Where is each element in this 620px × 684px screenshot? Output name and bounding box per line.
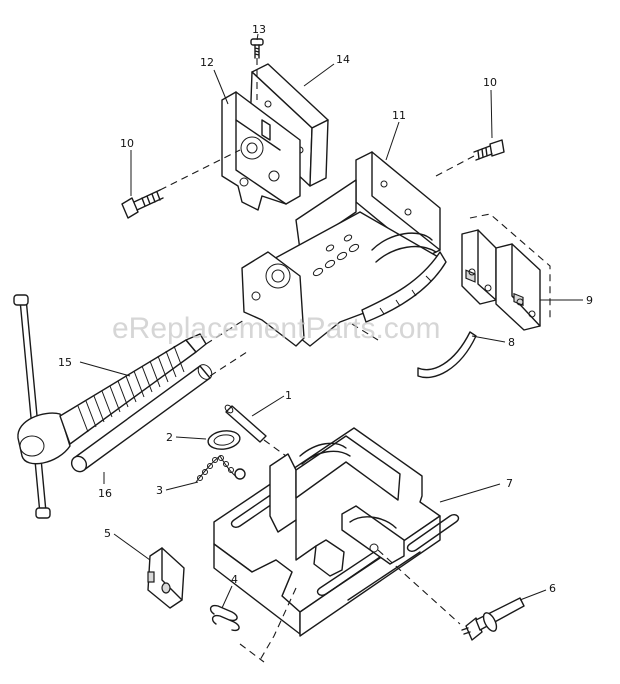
label-part-11: 11 [392,109,406,122]
vise-base-part-7 [213,427,460,637]
spring-clip-part-4 [209,604,240,632]
label-part-15: 15 [58,356,72,369]
part-labels: 13 12 14 10 10 11 9 8 15 16 1 2 3 7 5 4 … [58,23,593,595]
label-part-13: 13 [252,23,266,36]
assembly-lines [159,58,475,663]
bolt-part-10-left [121,189,164,219]
label-part-9: 9 [586,294,593,307]
label-part-1: 1 [285,389,292,402]
pin-part-1 [224,404,267,443]
guide-rod-part-16 [70,364,213,473]
label-part-5: 5 [104,527,111,540]
label-part-4: 4 [231,573,238,586]
watermark-text: eReplacementParts.com [112,312,440,345]
label-part-8: 8 [508,336,515,349]
chain-part-3 [195,455,246,483]
label-part-6: 6 [549,582,556,595]
label-part-2: 2 [166,431,173,444]
label-part-16: 16 [98,487,112,500]
curved-rod-part-8 [417,331,477,379]
label-part-10-left: 10 [120,137,134,150]
label-part-7: 7 [506,477,513,490]
screw-part-13 [250,38,264,59]
movable-jaw-part-12 [221,91,301,211]
label-part-12: 12 [200,56,214,69]
label-part-3: 3 [156,484,163,497]
label-part-10-right: 10 [483,76,497,89]
ring-part-2 [207,430,241,450]
clamp-block-part-5 [147,547,185,609]
bolt-part-10-right [473,139,505,161]
lead-screw-part-15 [13,294,207,519]
label-part-14: 14 [336,53,350,66]
pin-part-6 [461,597,525,641]
vise-body-part-11 [241,151,447,347]
leader-lines [79,33,583,609]
jaw-inserts-part-9 [461,213,551,331]
